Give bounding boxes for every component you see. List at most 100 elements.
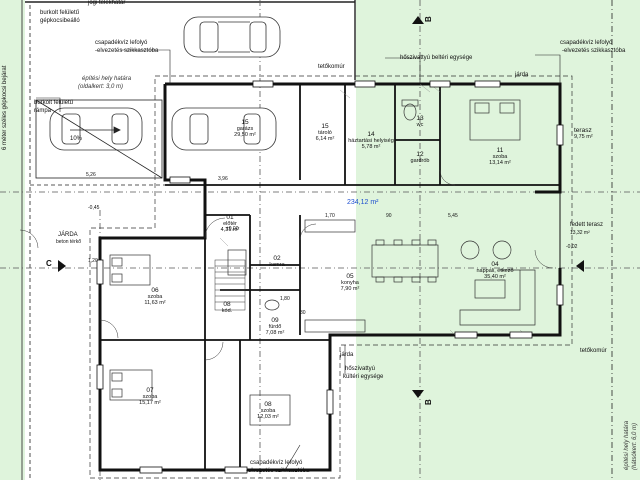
dimension-label: 30 [300, 310, 306, 316]
down-spout-note-3b: -elvezetés szikkasztóba [246, 468, 310, 474]
door-arcs [19, 169, 554, 361]
room-terrace: terasz 9,75 m² [574, 127, 614, 140]
hvac-indoor-label: hőszivattyú beltéri egysége [400, 55, 473, 61]
side-limit-note-a: építési hely határa [624, 420, 630, 470]
dimension-label: 5,45 [448, 213, 458, 219]
room-area: 12,03 m² [257, 414, 279, 420]
room-name: előtér [223, 221, 237, 227]
side-entrance-note: 6 méter széles gépkocsi bejárat [2, 65, 8, 150]
build-limit-note-1a: építési hely határa [82, 76, 132, 82]
room-kitchen: 05 konyha 7,90 m² [322, 273, 378, 292]
section-label-c: C [46, 259, 52, 268]
level-label: -0,45 [88, 205, 100, 211]
walkway-label-bottom: járda [340, 352, 354, 358]
room-number: 07 [146, 387, 154, 394]
room-name: tároló [318, 130, 332, 136]
car-icon [183, 16, 281, 58]
room-garage: 15 garázs 29,50 m² [210, 119, 280, 138]
eave-label-top: tetőkomúr [318, 64, 345, 70]
room-name: szoba [147, 294, 163, 300]
walkway-left-sublabel: beton térkő [56, 239, 82, 245]
build-limit-note-1b: (oldalkert: 3,0 m) [78, 84, 124, 90]
room-number: 04 [491, 261, 499, 268]
room-area: 15,17 m² [139, 400, 161, 406]
walkway-left-label: JÁRDA [58, 232, 78, 238]
section-arrow-b-top [412, 16, 424, 24]
room-number: 14 [367, 131, 375, 138]
room-number: 09 [271, 317, 279, 324]
room-corridor: 08 kód. [210, 301, 244, 314]
eave-lines [89, 75, 573, 479]
green-zone-right [356, 0, 640, 480]
room-name: fürdő [268, 324, 282, 330]
room-bedroom-07: 07 szoba 15,17 m² [125, 387, 175, 406]
leader-lines [36, 49, 561, 471]
room-area: 13,14 m² [489, 160, 511, 166]
ramp-label-b: rámpa [34, 108, 52, 114]
room-number: 15 [241, 119, 249, 126]
room-storage: 15 tároló 6,14 m² [305, 123, 345, 142]
slope-label: 10% [70, 136, 83, 142]
section-arrow-c-left [58, 260, 66, 272]
bathroom-fixtures [227, 99, 419, 311]
room-area: 6,14 m² [315, 136, 335, 142]
dining-table [371, 239, 439, 283]
room-number: 15 [321, 123, 329, 130]
room-number: 01 [226, 214, 234, 221]
down-spout-note-2a: csapadékvíz lefolyó [560, 40, 613, 46]
hvac-outdoor-label-b: kültéri egysége [343, 374, 384, 380]
room-wc: 13 wc [400, 115, 440, 128]
room-area: 9,75 m² [574, 134, 593, 140]
section-label-b-bottom: B [424, 399, 433, 405]
down-spout-note-3a: csapadékvíz lefolyó [250, 460, 303, 466]
room-bedroom-06: 06 szoba 11,63 m² [130, 287, 180, 306]
parking-subtitle: gépkocsibeálló [40, 18, 80, 24]
down-spout-note-1b: -elvezetés szikkasztóba [95, 48, 159, 54]
room-name: garázs [236, 126, 254, 132]
sofa-icon [459, 240, 536, 326]
room-bedroom-08: 08 szoba 12,03 m² [240, 401, 296, 420]
room-area: 4,31 m² [220, 227, 240, 233]
room-name: háztartási helyiség [348, 138, 394, 144]
ramp [35, 99, 163, 179]
room-area: 7,90 m² [340, 286, 360, 292]
car-icon [49, 107, 143, 151]
room-number: 12 [416, 151, 424, 158]
room-pantry: 02 kamra [255, 255, 299, 268]
level-label: -0,02 [566, 244, 578, 250]
side-limit-note-b: (hátsókert: 6,0 m) [632, 422, 638, 470]
walkway-label-top: járda [515, 72, 529, 78]
section-label-b-top: B [424, 16, 433, 22]
room-bedroom-11: 11 szoba 13,14 m² [470, 147, 530, 166]
room-entry: 01 előtér 4,31 m² [212, 214, 248, 233]
room-area: 11,63 m² [144, 300, 166, 306]
covered-terrace-label: fedett terasz [570, 222, 604, 228]
room-name: szoba [260, 408, 276, 414]
room-area: 35,40 m² [484, 274, 506, 280]
level-label: ±0,00 [226, 226, 239, 232]
room-wardrobe: 12 gardrób [400, 151, 440, 164]
room-name: kamra [269, 262, 285, 268]
room-name: szoba [492, 154, 508, 160]
area-total: 234,12 m² [347, 199, 379, 206]
room-bathroom: 09 fürdő 7,08 m² [252, 317, 298, 336]
room-name: konyha [341, 280, 359, 286]
eave-label-bottom: tetőkomúr [580, 348, 607, 354]
room-number: 08 [223, 301, 231, 308]
bed-icon [109, 99, 521, 426]
car-icon [171, 107, 277, 151]
dimension-label: 90 [386, 213, 392, 219]
room-name: nappali, étkező [476, 268, 514, 274]
room-area: 5,78 m² [361, 144, 381, 150]
down-spout-note-2b: -elvezetés szikkasztóba [562, 48, 626, 54]
room-number: 11 [496, 147, 504, 154]
room-area: 7,08 m² [265, 330, 285, 336]
room-living: 04 nappali, étkező 35,40 m² [460, 261, 530, 280]
dimension-label: 1,70 [325, 213, 335, 219]
dimension-label: 1,80 [280, 296, 290, 302]
room-name: kód. [221, 308, 233, 314]
room-name: gardrób [410, 158, 430, 164]
dimension-label: 5,26 [86, 172, 96, 178]
dimension-label: 1,20 [88, 258, 98, 264]
